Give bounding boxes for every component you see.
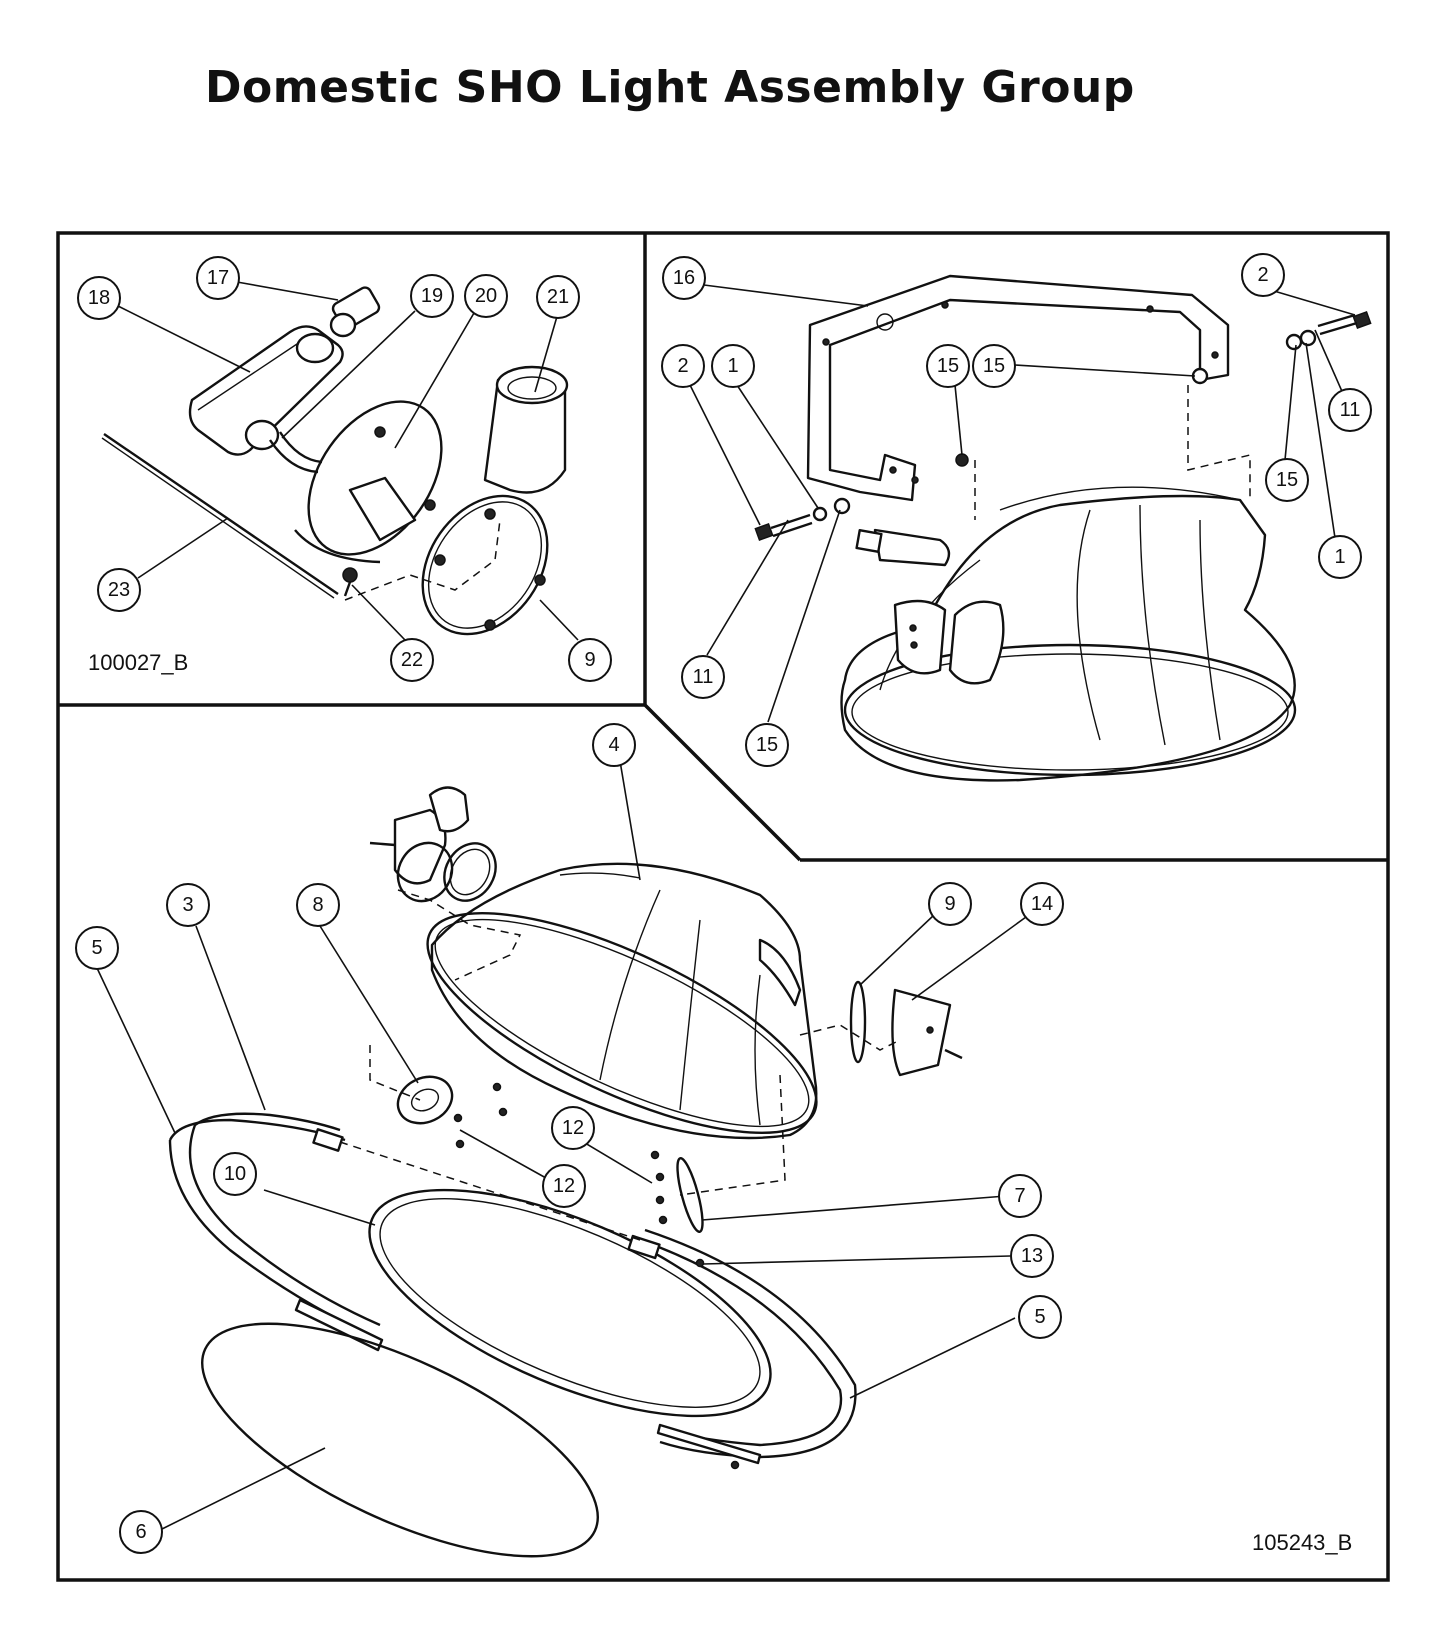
svg-text:21: 21 <box>547 286 569 308</box>
callout-6: 6 <box>119 1510 163 1554</box>
callout-4: 4 <box>592 723 636 767</box>
callout-10: 10 <box>213 1152 257 1196</box>
svg-text:15: 15 <box>1276 469 1298 491</box>
svg-text:8: 8 <box>312 894 323 916</box>
drawing-code-inset: 100027_B <box>88 650 188 675</box>
svg-text:1: 1 <box>1334 546 1345 568</box>
svg-text:7: 7 <box>1014 1185 1025 1207</box>
svg-text:11: 11 <box>693 666 714 688</box>
page-title: Domestic SHO Light Assembly Group <box>205 62 1135 113</box>
callout-11-left: 11 <box>681 655 725 699</box>
callout-1-right: 1 <box>1318 535 1362 579</box>
callout-22: 22 <box>390 638 434 682</box>
inset-mounting-bracket <box>754 274 1372 782</box>
callout-15-left: 15 <box>745 723 789 767</box>
callout-13: 13 <box>1010 1234 1054 1278</box>
svg-text:12: 12 <box>553 1175 575 1197</box>
callout-8: 8 <box>296 883 340 927</box>
callout-14: 14 <box>1020 882 1064 926</box>
svg-text:14: 14 <box>1031 893 1053 915</box>
callout-16: 16 <box>662 256 706 300</box>
callout-5-lower: 5 <box>1018 1295 1062 1339</box>
main-assembly <box>168 786 963 1558</box>
callout-2-left: 2 <box>661 344 705 388</box>
svg-text:2: 2 <box>677 355 688 377</box>
svg-text:6: 6 <box>135 1521 146 1543</box>
bolt-left <box>754 453 969 541</box>
callout-5-upper: 5 <box>75 926 119 970</box>
callout-12-upper: 12 <box>551 1106 595 1150</box>
svg-text:4: 4 <box>608 734 619 756</box>
svg-text:9: 9 <box>944 893 955 915</box>
svg-text:13: 13 <box>1021 1245 1043 1267</box>
svg-text:5: 5 <box>1034 1306 1045 1328</box>
callout-15-right: 15 <box>1265 458 1309 502</box>
callout-15-b: 15 <box>972 344 1016 388</box>
svg-text:1: 1 <box>727 355 738 377</box>
callout-2-right: 2 <box>1241 253 1285 297</box>
drawing-code-main: 105243_B <box>1252 1530 1352 1555</box>
callout-20: 20 <box>464 274 508 318</box>
svg-text:19: 19 <box>421 285 443 307</box>
callout-3: 3 <box>166 883 210 927</box>
svg-text:17: 17 <box>207 267 229 289</box>
svg-text:3: 3 <box>182 894 193 916</box>
callout-19: 19 <box>410 274 454 318</box>
callout-9-main: 9 <box>928 882 972 926</box>
svg-text:22: 22 <box>401 649 423 671</box>
screws <box>453 1082 668 1225</box>
callout-11-right: 11 <box>1328 388 1372 432</box>
callout-1-left: 1 <box>711 344 755 388</box>
svg-text:18: 18 <box>88 287 110 309</box>
svg-text:20: 20 <box>475 285 497 307</box>
inset-junction-box <box>101 286 569 636</box>
svg-text:15: 15 <box>983 355 1005 377</box>
svg-text:5: 5 <box>91 937 102 959</box>
svg-text:12: 12 <box>562 1117 584 1139</box>
svg-text:9: 9 <box>584 649 595 671</box>
callout-18: 18 <box>77 276 121 320</box>
leader-lines <box>96 281 1356 1531</box>
callout-21: 21 <box>536 275 580 319</box>
callout-9-inset: 9 <box>568 638 612 682</box>
callout-bubbles: 17 18 19 20 21 23 22 9 16 2 1 15 15 2 11… <box>75 253 1372 1554</box>
callout-17: 17 <box>196 256 240 300</box>
svg-text:15: 15 <box>937 355 959 377</box>
svg-text:10: 10 <box>224 1163 246 1185</box>
svg-text:23: 23 <box>108 579 130 601</box>
diagram-frames <box>56 231 1390 1582</box>
svg-text:11: 11 <box>1340 399 1361 421</box>
svg-text:2: 2 <box>1257 264 1268 286</box>
callout-12-lower: 12 <box>542 1164 586 1208</box>
callout-7: 7 <box>998 1174 1042 1218</box>
callout-23: 23 <box>97 568 141 612</box>
svg-text:15: 15 <box>756 734 778 756</box>
svg-text:16: 16 <box>673 267 695 289</box>
callout-15-a: 15 <box>926 344 970 388</box>
